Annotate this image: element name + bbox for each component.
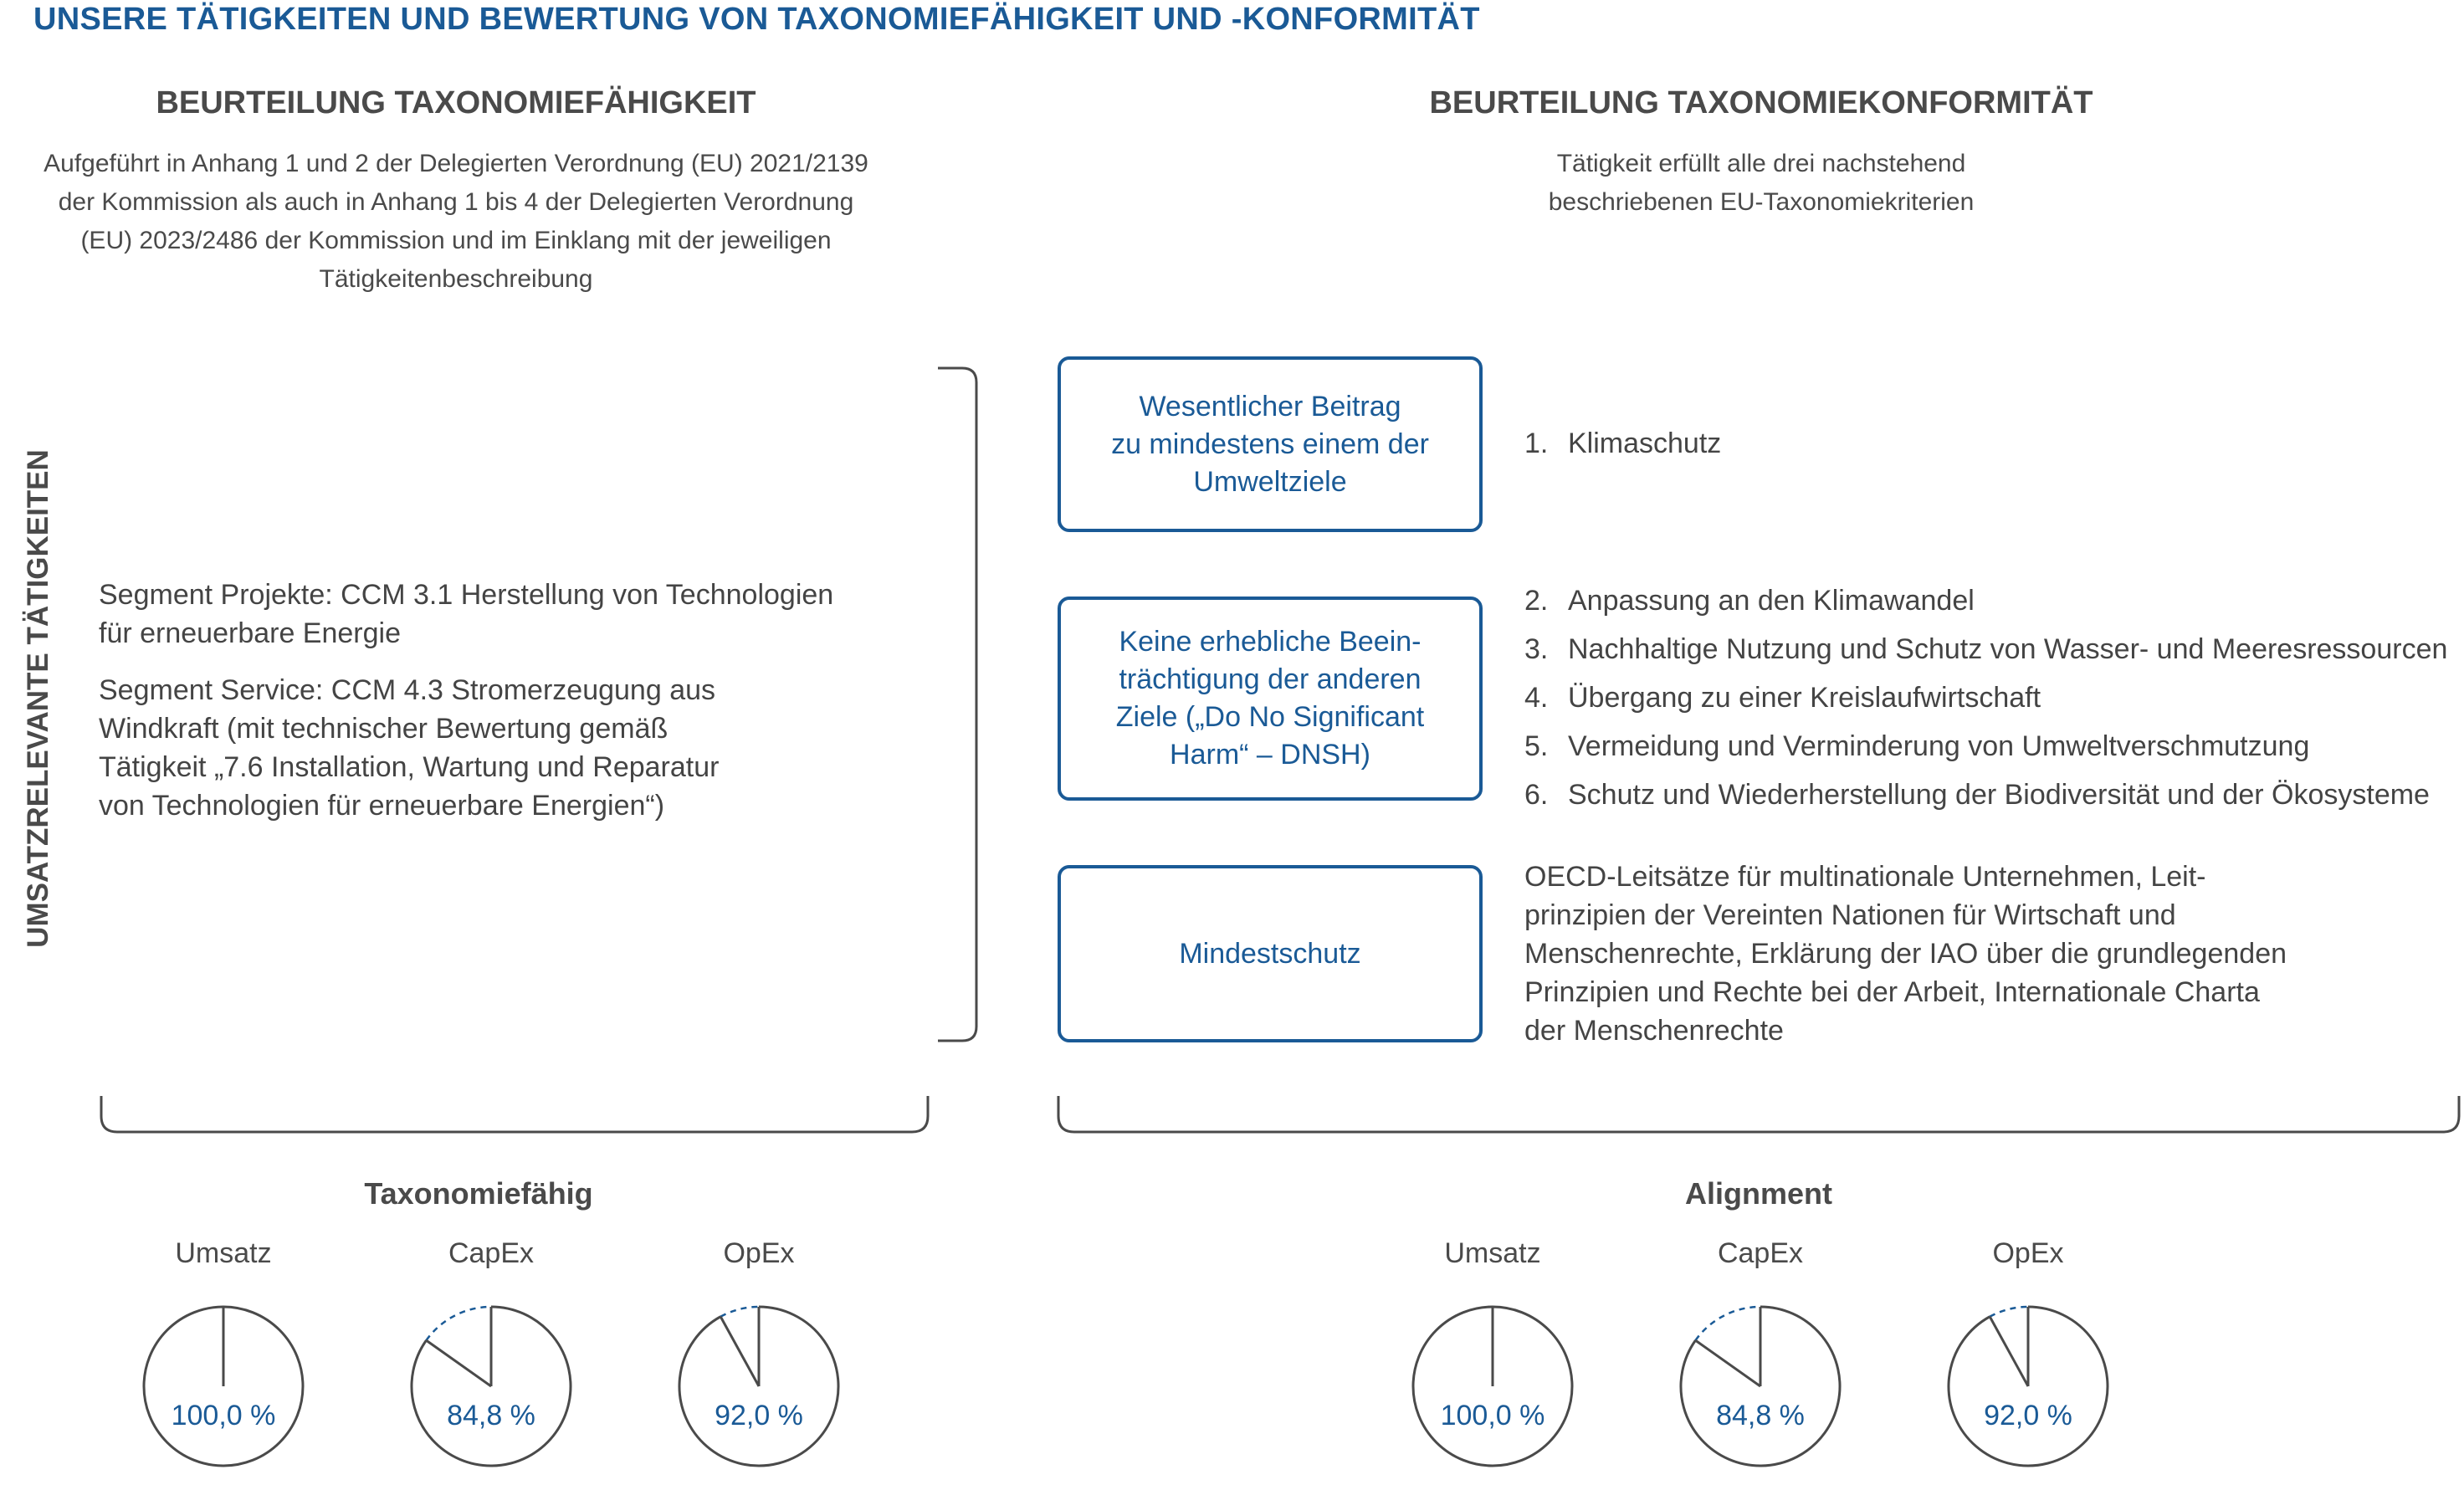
pie-remainder <box>1989 1305 2029 1318</box>
segment-line: Segment Projekte: CCM 3.1 Herstellung vo… <box>99 579 834 611</box>
objective-number: 2. <box>1524 585 1549 617</box>
pie-slice <box>678 1305 840 1467</box>
segment-line: Tätigkeit „7.6 Installation, Wartung und… <box>99 751 720 783</box>
pie-category-label: CapEx <box>1717 1237 1804 1269</box>
left-heading: BEURTEILUNG TAXONOMIEFÄHIGKEIT <box>156 85 756 120</box>
pie-radius <box>1694 1339 1761 1388</box>
pie-value-label: 92,0 % <box>1984 1400 2072 1431</box>
safeguard-line: der Menschenrechte <box>1524 1015 1784 1047</box>
segment-line: Segment Service: CCM 4.3 Stromerzeugung … <box>99 674 716 706</box>
criterion-line: Ziele („Do No Significant <box>1115 701 1425 733</box>
pie-value-label: 100,0 % <box>1440 1400 1545 1431</box>
criterion-line: trächtigung der anderen <box>1119 663 1422 695</box>
criterion-line: Harm“ – DNSH) <box>1170 739 1370 771</box>
pie-aligned-capex <box>1679 1305 1842 1467</box>
safeguard-line: OECD-Leitsätze für multinationale Untern… <box>1524 861 2206 893</box>
criterion-line: Mindestschutz <box>1179 937 1361 970</box>
minimum-safeguards-text: OECD-Leitsätze für multinationale Untern… <box>1524 858 2445 1050</box>
pie-slice <box>1947 1305 2109 1467</box>
objective-item: 3. Nachhaltige Nutzung und Schutz von Was… <box>1524 633 2447 666</box>
pie-category-label: Umsatz <box>1444 1237 1541 1269</box>
objective-number: 3. <box>1524 633 1549 665</box>
right-heading: BEURTEILUNG TAXONOMIEKONFORMITÄT <box>1429 85 2093 120</box>
objective-item: 6. Schutz und Wiederherstellung der Biodi… <box>1524 779 2430 812</box>
left-description-line: Aufgeführt in Anhang 1 und 2 der Delegie… <box>44 150 868 177</box>
pie-remainder <box>1694 1305 1761 1341</box>
safeguard-line: Menschenrechte, Erklärung der IAO über d… <box>1524 938 2287 970</box>
segment-line: für erneuerbare Energie <box>99 617 402 649</box>
objective-number: 5. <box>1524 730 1549 762</box>
objective-number: 6. <box>1524 779 1549 811</box>
pie-eligible-opex <box>678 1305 840 1467</box>
pie-eligible-capex <box>410 1305 572 1467</box>
pie-category-label: CapEx <box>448 1237 535 1269</box>
pie-value-label: 84,8 % <box>447 1400 535 1431</box>
objective-item: 1. Klimaschutz <box>1524 428 1721 460</box>
pie-slice <box>1679 1305 1842 1467</box>
criterion-line: Umweltziele <box>1193 465 1347 498</box>
left-description-line: (EU) 2023/2486 der Kommission und im Ein… <box>80 227 832 254</box>
pie-aligned-umsatz <box>1411 1305 1574 1467</box>
pie-category-label: OpEx <box>1992 1237 2064 1269</box>
right-description: Tätigkeit erfüllt alle drei nachstehend … <box>1372 145 2150 222</box>
objective-text: Vermeidung und Verminderung von Umweltve… <box>1568 730 2310 762</box>
objective-text: Klimaschutz <box>1568 428 1722 459</box>
right-description-line: Tätigkeit erfüllt alle drei nachstehend <box>1556 150 1966 177</box>
safeguard-line: Prinzipien und Rechte bei der Arbeit, In… <box>1524 976 2260 1008</box>
objective-number: 1. <box>1524 428 1549 459</box>
pie-remainder <box>425 1305 492 1341</box>
objective-item: 5. Vermeidung und Verminderung von Umwelt… <box>1524 730 2309 763</box>
objective-text: Anpassung an den Klimawandel <box>1568 585 1975 617</box>
left-description: Aufgeführt in Anhang 1 und 2 der Delegie… <box>0 145 912 299</box>
objective-item: 4. Übergang zu einer Kreislaufwirtschaft <box>1524 682 2041 714</box>
pie-value-label: 84,8 % <box>1716 1400 1805 1431</box>
pie-aligned-opex <box>1947 1305 2109 1467</box>
objective-number: 4. <box>1524 682 1549 714</box>
chart-group-title: Alignment <box>1685 1176 1832 1211</box>
criterion-line: zu mindestens einem der <box>1111 428 1429 460</box>
right-description-line: beschriebenen EU-Taxonomiekriterien <box>1548 188 1975 216</box>
objective-item: 2. Anpassung an den Klimawandel <box>1524 585 1975 617</box>
pie-remainder <box>720 1305 760 1318</box>
left-bottom-brace <box>100 1096 930 1134</box>
pie-radius <box>719 1316 761 1387</box>
pie-category-label: Umsatz <box>175 1237 272 1269</box>
pie-value-label: 92,0 % <box>715 1400 803 1431</box>
right-bracket <box>938 366 978 1042</box>
pie-eligible-umsatz <box>142 1305 305 1467</box>
criterion-dnsh: Keine erhebliche Beein- trächtigung der … <box>1058 597 1483 801</box>
safeguard-line: prinzipien der Vereinten Nationen für Wi… <box>1524 899 2176 931</box>
criterion-minimum-safeguards: Mindestschutz <box>1058 865 1483 1042</box>
left-description-line: Tätigkeitenbeschreibung <box>319 265 593 293</box>
criterion-line: Wesentlicher Beitrag <box>1139 390 1401 422</box>
left-description-line: der Kommission als auch in Anhang 1 bis … <box>58 188 854 216</box>
pie-slice <box>410 1305 572 1467</box>
segment-line: von Technologien für erneuerbare Energie… <box>99 790 665 822</box>
segment-projekte: Segment Projekte: CCM 3.1 Herstellung vo… <box>99 576 935 653</box>
segment-service: Segment Service: CCM 4.3 Stromerzeugung … <box>99 671 935 825</box>
pie-value-label: 100,0 % <box>171 1400 276 1431</box>
right-bottom-brace <box>1057 1096 2461 1134</box>
pie-radius <box>425 1339 492 1388</box>
chart-group-title: Taxonomiefähig <box>364 1176 593 1211</box>
objective-text: Übergang zu einer Kreislaufwirtschaft <box>1568 682 2041 714</box>
criterion-line: Keine erhebliche Beein- <box>1119 626 1422 658</box>
objective-text: Schutz und Wiederherstellung der Biodive… <box>1568 779 2430 811</box>
page-title: UNSERE TÄTIGKEITEN UND BEWERTUNG VON TAX… <box>33 2 1480 37</box>
pie-radius <box>1988 1316 2030 1387</box>
pie-category-label: OpEx <box>723 1237 795 1269</box>
objective-text: Nachhaltige Nutzung und Schutz von Wasse… <box>1568 633 2448 665</box>
segment-line: Windkraft (mit technischer Bewertung gem… <box>99 713 669 745</box>
criterion-substantial-contribution: Wesentlicher Beitrag zu mindestens einem… <box>1058 356 1483 532</box>
